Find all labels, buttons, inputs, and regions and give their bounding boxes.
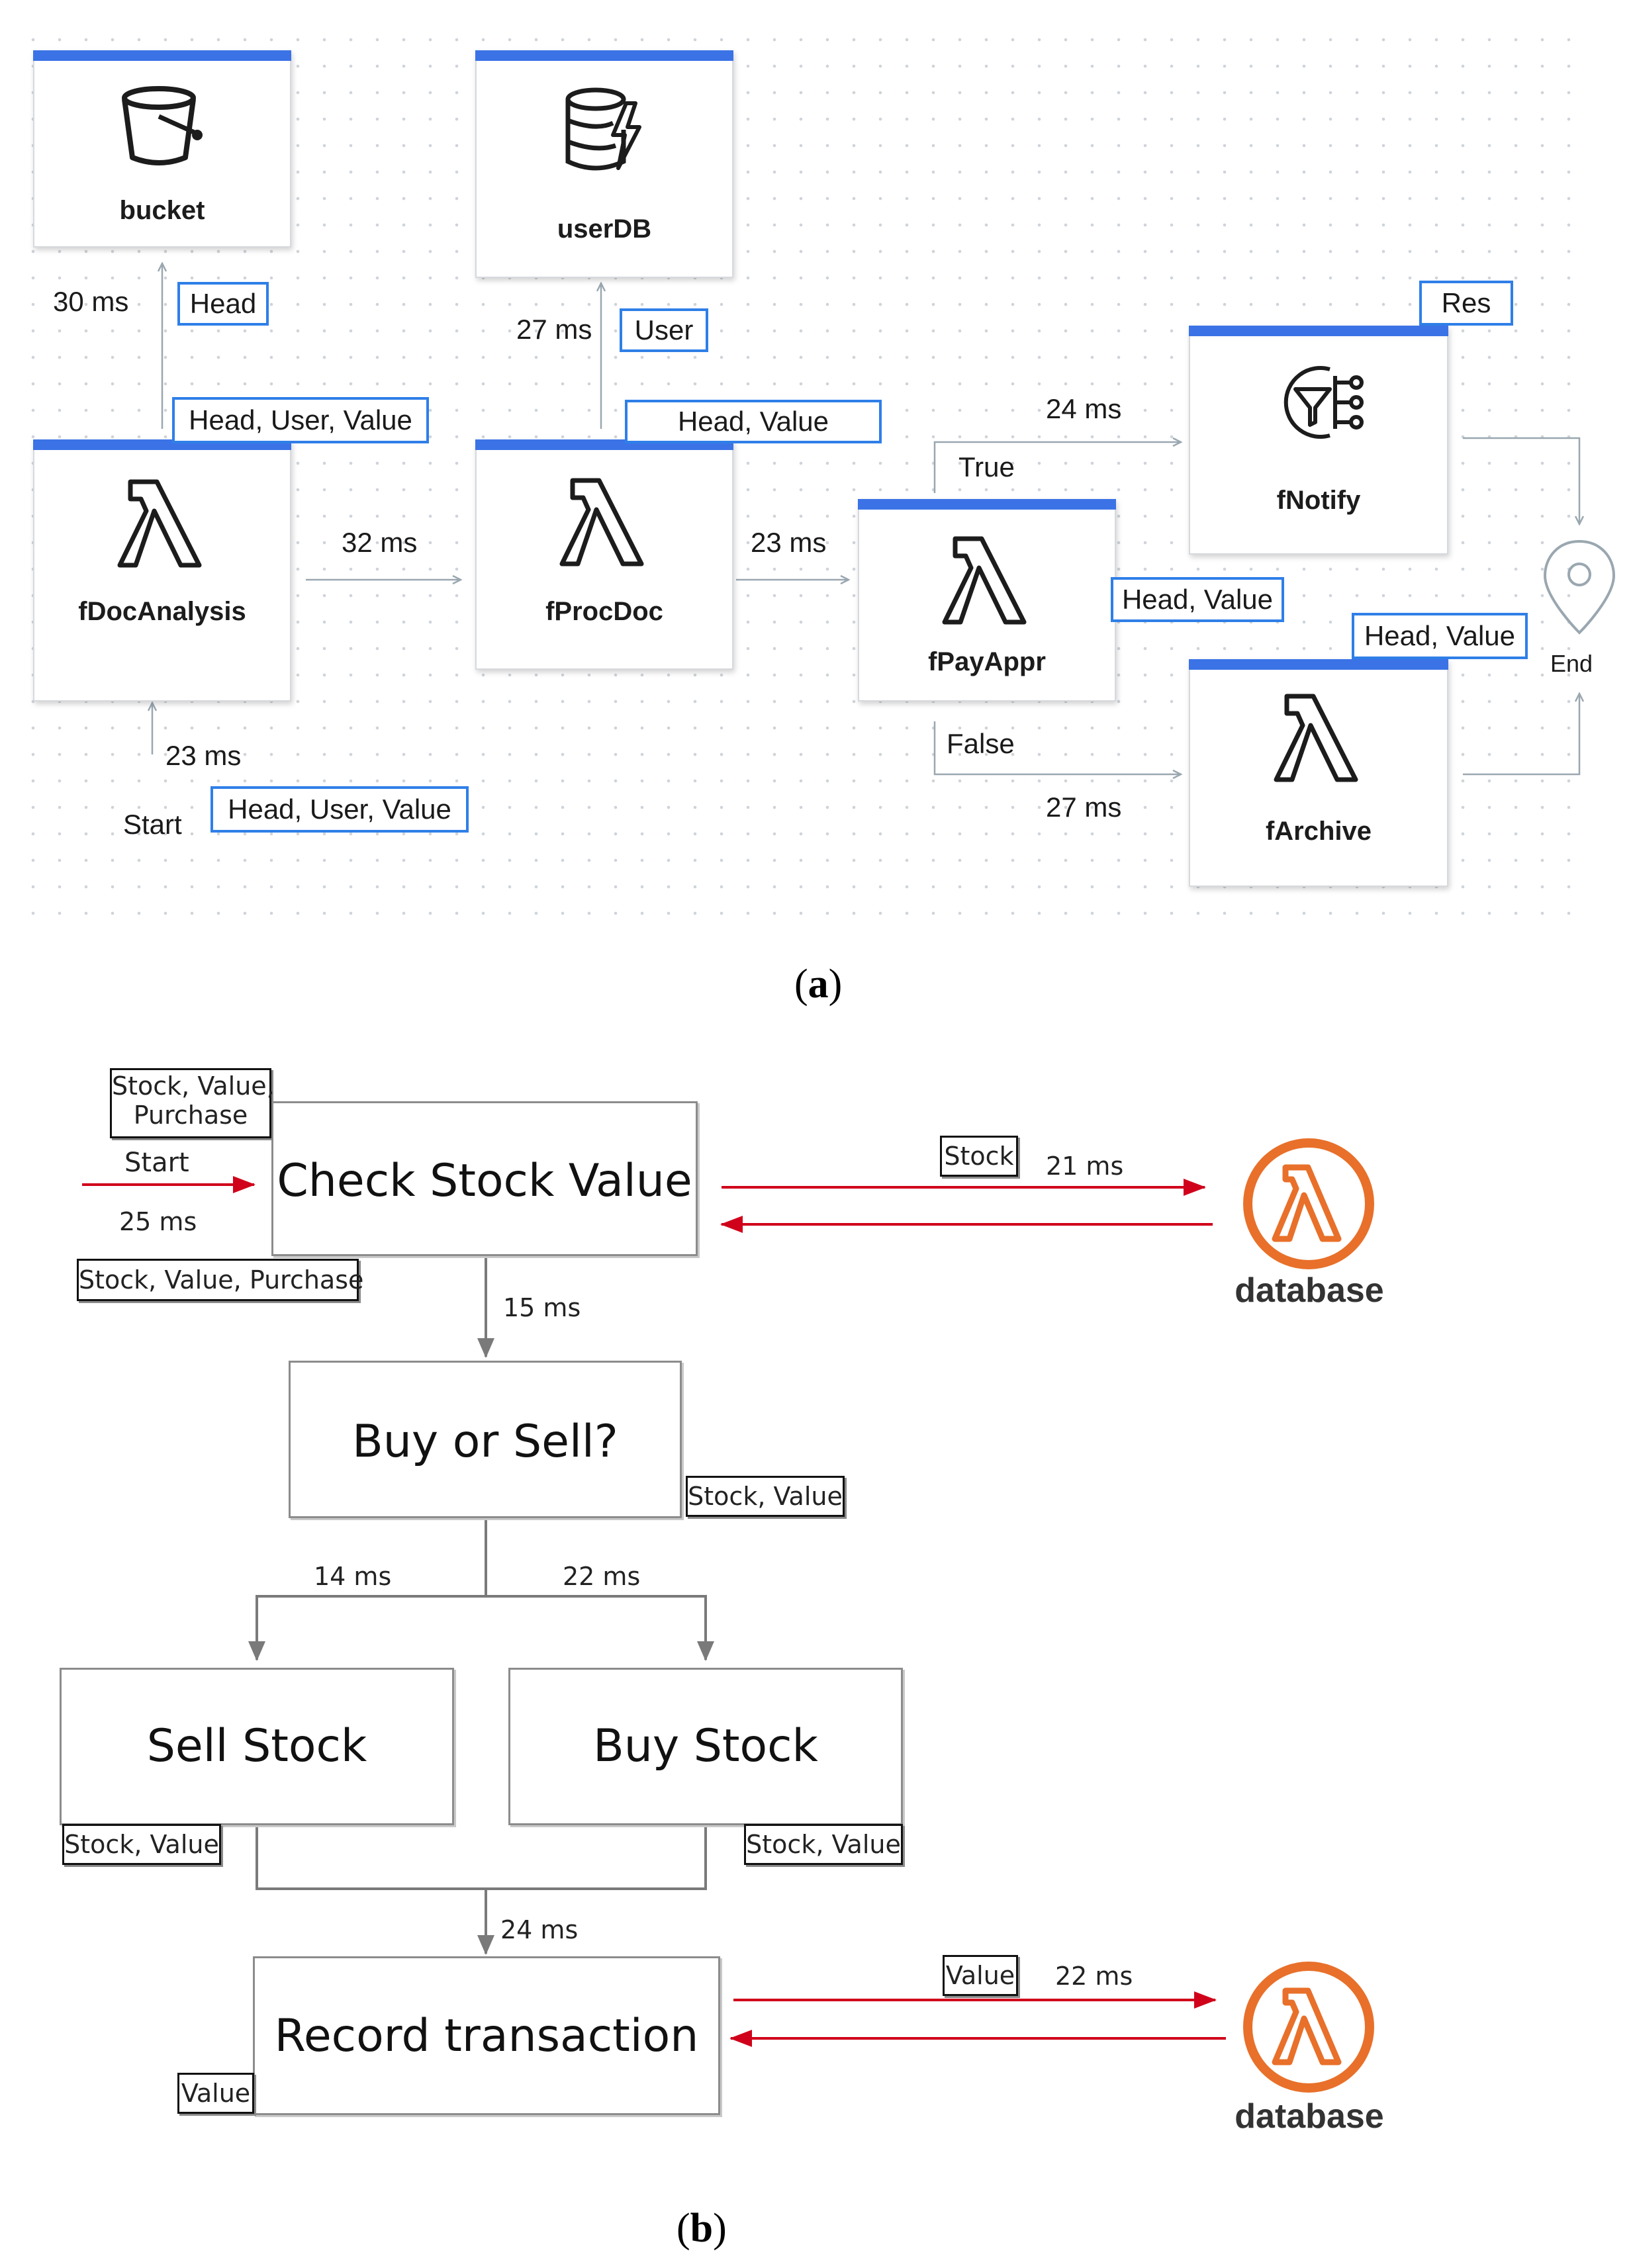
userdb-node[interactable]: userDB <box>475 50 733 278</box>
node-accent-bar <box>858 499 1116 510</box>
diagram-b-edges <box>82 1176 1226 2047</box>
fnotify-label: fNotify <box>1276 486 1361 515</box>
buy-or-sell-box[interactable]: Buy or Sell? <box>289 1361 682 1518</box>
record-tag: Value <box>177 2073 254 2114</box>
start-label: Start <box>123 809 182 840</box>
userdb-label: userDB <box>557 214 652 244</box>
notify-output-tag: Res <box>1419 281 1513 326</box>
start-latency: 23 ms <box>165 740 242 771</box>
lambda-icon <box>117 479 202 568</box>
to-record-latency: 24 ms <box>500 1915 579 1944</box>
fdocanalysis-label: fDocAnalysis <box>78 597 246 626</box>
bucket-latency: 30 ms <box>53 286 129 317</box>
fpayappr-node[interactable]: fPayAppr <box>858 499 1116 702</box>
record-transaction-label: Record transaction <box>274 2010 699 2062</box>
database-label-1: database <box>1235 1271 1384 1310</box>
fpayappr-label: fPayAppr <box>928 647 1046 676</box>
check-db-tag: Stock <box>940 1136 1018 1177</box>
true-branch-latency: 24 ms <box>1046 393 1122 424</box>
lambda-icon <box>942 536 1027 625</box>
sell-stock-label: Sell Stock <box>146 1720 367 1772</box>
start-input-tag: Head, User, Value <box>210 786 469 833</box>
caption-b: (b) <box>677 2206 727 2251</box>
buy-or-sell-label: Buy or Sell? <box>352 1416 618 1468</box>
archive-output-tag: Head, Value <box>1352 613 1528 659</box>
pay-output-tag: Head, Value <box>1111 577 1284 622</box>
false-branch-label: False <box>947 728 1015 759</box>
fdocanalysis-node[interactable]: fDocAnalysis <box>33 439 291 702</box>
fprocdoc-label: fProcDoc <box>545 597 663 626</box>
userdb-latency: 27 ms <box>516 314 592 345</box>
bucket-tag: Head <box>177 282 269 326</box>
end-label: End <box>1550 650 1593 677</box>
record-transaction-box[interactable]: Record transaction <box>253 1956 720 2115</box>
farchive-label: fArchive <box>1265 817 1372 846</box>
start-input-tag-b: Stock, Value, Purchase <box>110 1068 275 1138</box>
proc-output-tag: Head, Value <box>625 400 882 443</box>
check-stock-value-box[interactable]: Check Stock Value <box>271 1101 698 1256</box>
node-accent-bar <box>33 50 291 61</box>
buysell-tag: Stock, Value <box>686 1476 845 1517</box>
branch-merge <box>256 1827 707 1890</box>
userdb-tag: User <box>620 308 708 352</box>
start-latency-b: 25 ms <box>119 1207 197 1236</box>
buy-stock-label: Buy Stock <box>593 1720 818 1772</box>
analysis-to-proc-latency: 32 ms <box>342 527 418 558</box>
sell-stock-box[interactable]: Sell Stock <box>60 1668 454 1825</box>
check-output-tag: Stock, Value, Purchase <box>77 1259 363 1301</box>
lambda-icon <box>1274 694 1358 782</box>
branch-split <box>256 1595 707 1657</box>
check-stock-value-label: Check Stock Value <box>277 1155 692 1207</box>
proc-to-pay-latency: 23 ms <box>751 527 827 558</box>
notification-icon <box>1283 366 1364 439</box>
analysis-output-tag: Head, User, Value <box>172 397 429 443</box>
start-tag-line2: Purchase <box>133 1101 248 1130</box>
edge-false <box>933 721 1181 774</box>
buy-tag: Stock, Value <box>744 1824 903 1865</box>
buy-stock-box[interactable]: Buy Stock <box>508 1668 903 1825</box>
end-location-pin-icon <box>1543 539 1616 635</box>
edge-notify-end <box>1463 437 1579 524</box>
node-accent-bar <box>1189 326 1448 336</box>
bucket-label: bucket <box>119 196 205 225</box>
start-label-b: Start <box>124 1148 189 1178</box>
to-sell-latency: 14 ms <box>314 1562 392 1591</box>
database-label-2: database <box>1235 2097 1384 2136</box>
diagram-a-edges <box>0 0 1633 940</box>
start-tag-line1: Stock, Value, <box>112 1071 275 1101</box>
farchive-node[interactable]: fArchive <box>1189 659 1448 887</box>
node-accent-bar <box>475 50 733 61</box>
to-buy-latency: 22 ms <box>563 1562 641 1591</box>
true-branch-label: True <box>958 451 1015 482</box>
record-db-tag: Value <box>943 1955 1018 1996</box>
node-accent-bar <box>1189 659 1448 670</box>
check-to-buysell-latency: 15 ms <box>503 1293 581 1322</box>
bucket-icon <box>122 86 203 165</box>
bucket-node[interactable]: bucket <box>33 50 291 248</box>
edge-true <box>933 442 1181 493</box>
database-lambda-icon <box>1243 1962 1374 2093</box>
false-branch-latency: 27 ms <box>1046 792 1122 823</box>
record-db-latency: 22 ms <box>1055 1962 1133 1991</box>
lambda-icon <box>559 478 644 567</box>
database-icon <box>565 87 641 171</box>
caption-a: (a) <box>794 962 843 1007</box>
database-lambda-icon <box>1243 1138 1374 1269</box>
edge-archive-end <box>1463 694 1579 776</box>
check-db-latency: 21 ms <box>1046 1152 1124 1181</box>
fprocdoc-node[interactable]: fProcDoc <box>475 439 733 670</box>
fnotify-node[interactable]: fNotify <box>1189 326 1448 555</box>
sell-tag: Stock, Value <box>62 1824 221 1865</box>
